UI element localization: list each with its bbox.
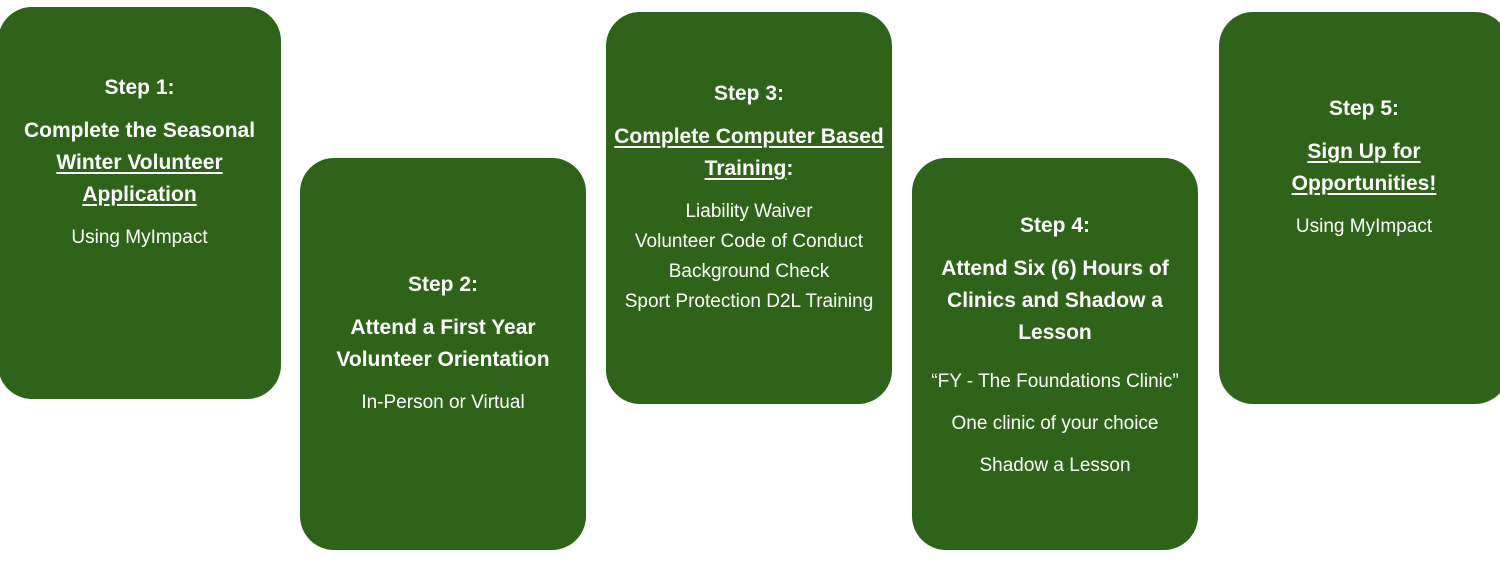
step-3-list: Liability Waiver Volunteer Code of Condu… (609, 197, 889, 317)
list-item: Volunteer Code of Conduct (634, 231, 864, 252)
step-5-label: Step 5: (1328, 97, 1399, 120)
step-3-title: Complete Computer Based Training: (609, 121, 889, 185)
step-1-title: Complete the Seasonal Winter Volunteer A… (24, 115, 255, 211)
step-2-card: Step 2: Attend a First Year Volunteer Or… (300, 158, 586, 550)
step-4-label: Step 4: (1019, 214, 1090, 237)
step-5-subtitle: Using MyImpact (1295, 216, 1433, 237)
list-item: “FY - The Foundations Clinic” (931, 371, 1179, 392)
list-item: Liability Waiver (685, 201, 813, 222)
list-item: Sport Protection D2L Training (624, 291, 874, 312)
step-2-label: Step 2: (407, 273, 478, 296)
step-3-label: Step 3: (713, 82, 784, 105)
step-1-subtitle: Using MyImpact (71, 227, 208, 248)
winter-volunteer-application-link[interactable]: Winter Volunteer Application (56, 151, 223, 206)
step-5-card: Step 5: Sign Up for Opportunities! Using… (1219, 12, 1500, 404)
computer-based-training-link[interactable]: Complete Computer Based Training (614, 125, 884, 180)
list-item: Background Check (668, 261, 830, 282)
step-3-card: Step 3: Complete Computer Based Training… (606, 12, 892, 404)
step-3-title-suffix: : (786, 157, 794, 180)
step-2-subtitle: In-Person or Virtual (361, 392, 525, 413)
step-4-card: Step 4: Attend Six (6) Hours of Clinics … (912, 158, 1198, 550)
step-2-title: Attend a First Year Volunteer Orientatio… (336, 316, 550, 371)
step-1-title-text: Complete the Seasonal (23, 119, 256, 142)
step-4-list: “FY - The Foundations Clinic” One clinic… (930, 361, 1180, 487)
step-5-title: Sign Up for Opportunities! (1274, 136, 1454, 200)
sign-up-opportunities-link[interactable]: Sign Up for Opportunities! (1291, 140, 1437, 195)
step-4-title: Attend Six (6) Hours of Clinics and Shad… (941, 257, 1169, 344)
list-item: Shadow a Lesson (979, 455, 1131, 476)
list-item: One clinic of your choice (951, 413, 1159, 434)
step-1-label: Step 1: (104, 76, 175, 99)
step-1-card: Step 1: Complete the Seasonal Winter Vol… (0, 7, 281, 399)
